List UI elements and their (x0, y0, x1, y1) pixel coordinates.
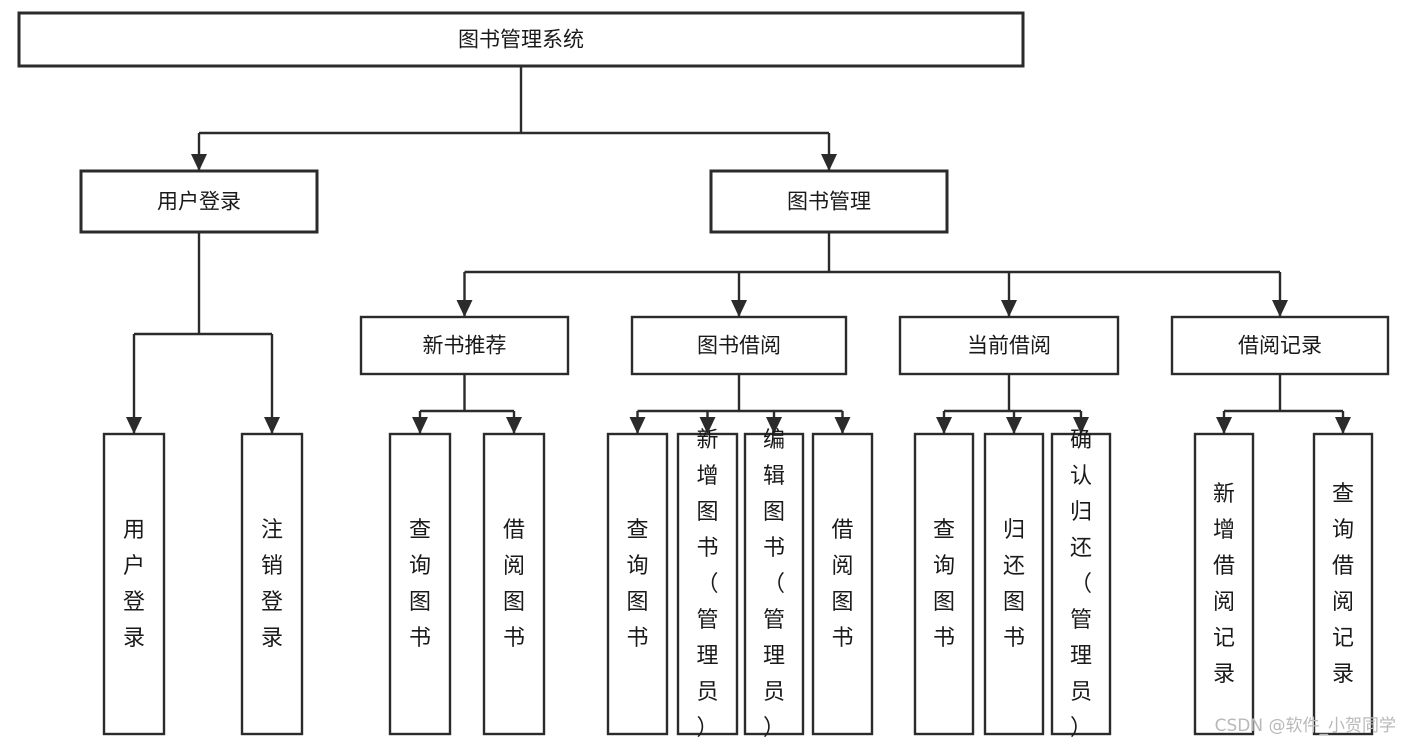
node-box-leaf-logout (240, 432, 304, 736)
node-book-manage[interactable]: 图书管理 (709, 169, 949, 234)
node-leaf-edit-book[interactable]: 编辑图书（管理员） (743, 428, 805, 741)
node-label-current-borrow: 当前借阅 (967, 334, 1051, 358)
node-label-leaf-query-book-3: 查询图书 (933, 518, 955, 651)
node-leaf-confirm-return[interactable]: 确认归还（管理员） (1050, 428, 1112, 741)
node-box-leaf-query-record (1312, 432, 1374, 736)
node-label-new-book-rec: 新书推荐 (423, 334, 507, 358)
node-new-book-rec[interactable]: 新书推荐 (359, 315, 570, 376)
node-label-leaf-user-login: 用户登录 (123, 518, 145, 651)
node-leaf-add-book[interactable]: 新增图书（管理员） (676, 428, 739, 741)
node-leaf-logout[interactable]: 注销登录 (240, 432, 304, 736)
node-box-leaf-add-record (1193, 432, 1255, 736)
node-box-leaf-user-login (102, 432, 166, 736)
node-label-leaf-logout: 注销登录 (261, 518, 283, 651)
node-root[interactable]: 图书管理系统 (17, 11, 1025, 68)
node-leaf-query-book-2[interactable]: 查询图书 (606, 432, 669, 736)
node-box-new-book-rec (359, 315, 570, 376)
node-leaf-user-login[interactable]: 用户登录 (102, 432, 166, 736)
edge-new-book-rec-arrow-0 (412, 417, 428, 434)
node-label-leaf-confirm-return: 确认归还（管理员） (1070, 428, 1092, 741)
node-borrow-record[interactable]: 借阅记录 (1170, 315, 1390, 376)
edge-bookmanage-arrow-0 (456, 300, 473, 317)
edge-borrow-record-arrow-1 (1335, 417, 1351, 434)
node-box-root (17, 11, 1025, 68)
node-label-leaf-return-book: 归还图书 (1003, 518, 1025, 651)
node-box-book-manage (709, 169, 949, 234)
node-box-book-borrow (630, 315, 848, 376)
node-label-leaf-edit-book: 编辑图书（管理员） (763, 428, 785, 741)
node-box-leaf-borrow-book-2 (811, 432, 874, 736)
edge-userlogin-arrow-1 (264, 417, 280, 434)
edges-layer (126, 66, 1351, 434)
edge-new-book-rec-arrow-1 (506, 417, 522, 434)
node-leaf-borrow-book-2[interactable]: 借阅图书 (811, 432, 874, 736)
node-label-borrow-record: 借阅记录 (1238, 334, 1322, 358)
node-box-leaf-return-book (983, 432, 1045, 736)
node-user-login[interactable]: 用户登录 (79, 169, 319, 234)
edge-current-borrow-arrow-1 (1006, 417, 1022, 434)
node-label-book-manage: 图书管理 (787, 190, 871, 214)
node-label-user-login: 用户登录 (157, 190, 241, 214)
node-label-leaf-query-book-1: 查询图书 (409, 518, 431, 651)
edge-book-borrow-arrow-1 (699, 417, 716, 434)
node-current-borrow[interactable]: 当前借阅 (898, 315, 1120, 376)
node-box-borrow-record (1170, 315, 1390, 376)
edge-userlogin-arrow-0 (126, 417, 142, 434)
nodes-layer: 图书管理系统用户登录图书管理新书推荐图书借阅当前借阅借阅记录用户登录注销登录查询… (17, 11, 1390, 741)
edge-root-arrow-1 (821, 154, 837, 171)
edge-borrow-record-arrow-0 (1216, 417, 1232, 434)
edge-current-borrow-arrow-0 (936, 417, 952, 434)
node-label-book-borrow: 图书借阅 (697, 334, 781, 358)
node-box-leaf-query-book-3 (913, 432, 975, 736)
node-leaf-query-book-3[interactable]: 查询图书 (913, 432, 975, 736)
edge-bookmanage-arrow-1 (731, 300, 747, 317)
node-box-leaf-confirm-return (1050, 432, 1112, 736)
node-box-leaf-add-book (676, 432, 739, 736)
csdn-watermark: CSDN @软件_小贺同学 (1215, 716, 1396, 736)
node-leaf-query-record[interactable]: 查询借阅记录 (1312, 432, 1374, 736)
node-leaf-borrow-book-1[interactable]: 借阅图书 (482, 432, 546, 736)
node-box-leaf-edit-book (743, 432, 805, 736)
edge-book-borrow-arrow-2 (766, 417, 782, 434)
edge-book-borrow-arrow-0 (629, 417, 646, 434)
node-leaf-query-book-1[interactable]: 查询图书 (388, 432, 452, 736)
node-box-current-borrow (898, 315, 1120, 376)
node-leaf-add-record[interactable]: 新增借阅记录 (1193, 432, 1255, 736)
node-box-leaf-borrow-book-1 (482, 432, 546, 736)
node-label-leaf-add-record: 新增借阅记录 (1213, 482, 1235, 687)
edge-current-borrow-arrow-2 (1073, 417, 1089, 434)
node-box-leaf-query-book-1 (388, 432, 452, 736)
edge-bookmanage-arrow-2 (1001, 300, 1017, 317)
node-label-leaf-add-book: 新增图书（管理员） (696, 428, 718, 741)
node-label-leaf-borrow-book-1: 借阅图书 (503, 518, 525, 651)
edge-root-arrow-0 (191, 154, 207, 171)
node-leaf-return-book[interactable]: 归还图书 (983, 432, 1045, 736)
node-label-leaf-query-record: 查询借阅记录 (1332, 482, 1354, 687)
node-box-leaf-query-book-2 (606, 432, 669, 736)
node-box-user-login (79, 169, 319, 234)
edge-book-borrow-arrow-3 (834, 417, 851, 434)
node-label-leaf-borrow-book-2: 借阅图书 (831, 518, 853, 651)
node-label-leaf-query-book-2: 查询图书 (626, 518, 648, 651)
edge-bookmanage-arrow-3 (1272, 300, 1288, 317)
node-book-borrow[interactable]: 图书借阅 (630, 315, 848, 376)
node-label-root: 图书管理系统 (458, 28, 584, 52)
